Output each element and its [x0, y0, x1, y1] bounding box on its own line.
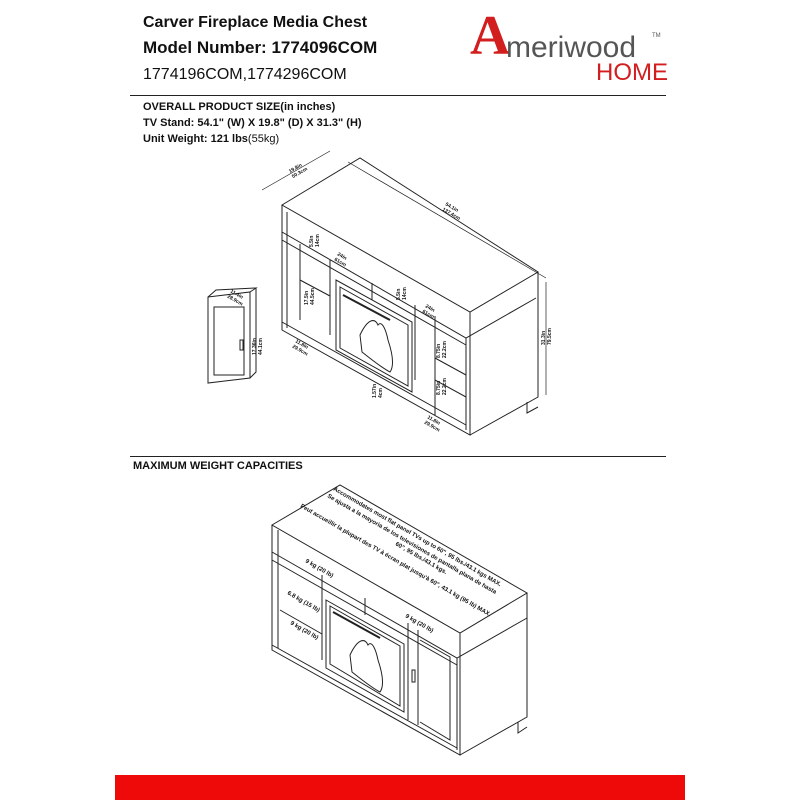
model-number: Model Number: 1774096COM	[143, 38, 378, 57]
tv-stand-dimensions: TV Stand: 54.1" (W) X 19.8" (D) X 31.3" …	[143, 117, 362, 129]
fireplace-gap-label: 1.57in4cm	[372, 384, 384, 398]
dimension-lines	[261, 150, 547, 395]
fireplace-insert	[335, 279, 413, 393]
alt-model-numbers: 1774196COM,1774296COM	[143, 66, 347, 83]
top-shelf-width-left-label: 24in61cm	[333, 252, 351, 269]
door-width-label: 11.4in28.9cm	[226, 289, 247, 308]
door-height-label: 17.36in44.1cm	[252, 337, 264, 355]
divider	[130, 456, 666, 457]
footer-bar	[115, 775, 685, 800]
width-label: 54.1in137.4cm	[441, 202, 465, 223]
depth-label: 19.8in50.3cm	[288, 161, 309, 180]
divider	[130, 95, 666, 96]
product-title: Carver Fireplace Media Chest	[143, 14, 368, 31]
door-handle	[239, 339, 244, 351]
right-shelf-height-1-label: 8.75in22.2cm	[436, 340, 448, 358]
overall-size-heading: OVERALL PRODUCT SIZE(in inches)	[143, 101, 336, 113]
top-shelf-height-label: 5.5in14cm	[309, 234, 321, 247]
unit-weight: Unit Weight: 121 lbs(55kg)	[143, 133, 280, 145]
door-panel	[207, 287, 258, 384]
left-shelf-height-label: 17.5in44.5cm	[304, 287, 316, 305]
height-label: 31.3in79.5cm	[541, 327, 553, 345]
tv-stand-outline	[281, 157, 539, 436]
top-shelf-height-right-label: 5.5in14cm	[396, 287, 408, 300]
left-depth-label: 11.8in29.9cm	[291, 339, 312, 358]
right-shelf-height-2-label: 8.75in22.2cm	[436, 377, 448, 395]
top-shelf-width-right-label: 24in61cm	[421, 304, 439, 321]
weight-capacities-heading: MAXIMUM WEIGHT CAPACITIES	[133, 460, 303, 472]
right-depth-label: 11.8in29.9cm	[423, 415, 444, 434]
